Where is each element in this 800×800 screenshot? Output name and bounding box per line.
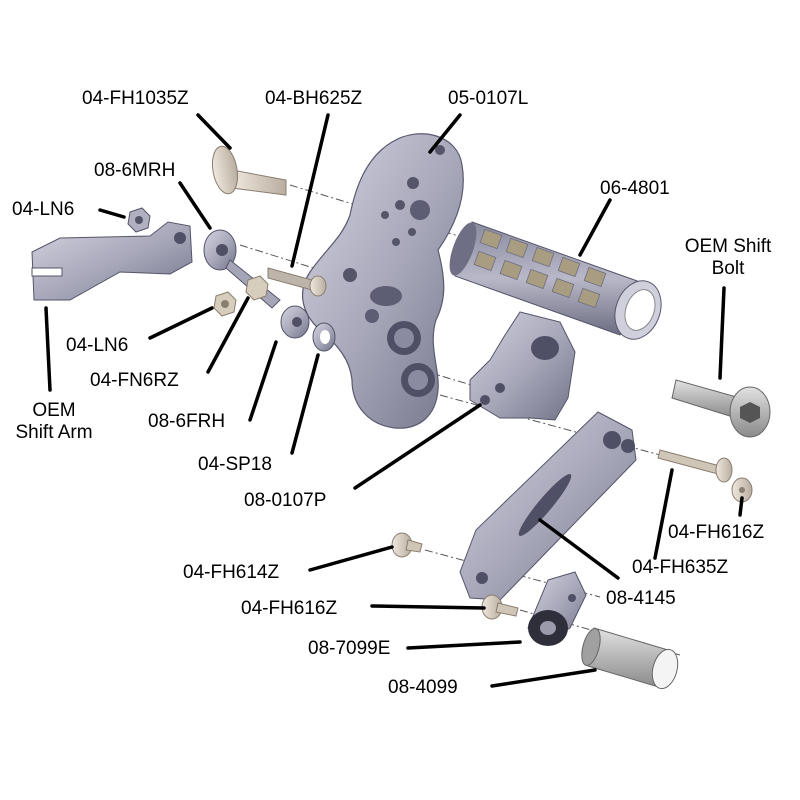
- label-04-FH616Z-right: 04-FH616Z: [668, 522, 765, 543]
- label-08-4099: 08-4099: [388, 677, 458, 698]
- part-04-SP18: [312, 322, 336, 352]
- part-05-0107L: [302, 133, 464, 429]
- label-oem-shift-arm: OEM Shift Arm: [15, 400, 93, 443]
- label-04-LN6-upper: 04-LN6: [12, 199, 75, 220]
- part-04-FN6RZ: [245, 275, 269, 301]
- label-04-FH1035Z: 04-FH1035Z: [82, 88, 189, 109]
- leader-lines: [44, 113, 744, 688]
- part-oem-shift-bolt: [671, 379, 771, 438]
- part-04-FH1035Z: [211, 145, 287, 196]
- part-08-0107P: [469, 311, 576, 421]
- part-08-4145: [459, 411, 637, 601]
- part-08-7099E: [527, 571, 587, 646]
- part-oem-shift-arm: [31, 221, 193, 301]
- label-04-FH614Z: 04-FH614Z: [183, 562, 280, 583]
- part-04-LN6-lower: [213, 291, 237, 317]
- part-04-FH614Z: [391, 532, 423, 558]
- part-08-6FRH: [280, 305, 310, 339]
- part-04-FH635Z: [657, 449, 733, 483]
- part-06-4801-grip: [449, 221, 662, 340]
- part-04-FH616Z-right: [731, 477, 753, 503]
- label-08-6FRH: 08-6FRH: [148, 411, 226, 432]
- label-04-FH616Z-lower: 04-FH616Z: [241, 598, 338, 619]
- label-04-SP18: 04-SP18: [198, 454, 272, 475]
- label-08-7099E: 08-7099E: [308, 638, 391, 659]
- label-04-FH635Z: 04-FH635Z: [632, 557, 729, 578]
- label-05-0107L: 05-0107L: [448, 88, 529, 109]
- label-08-4145: 08-4145: [606, 588, 676, 609]
- label-06-4801: 06-4801: [600, 178, 670, 199]
- label-oem-shift-bolt: OEM Shift Bolt: [684, 236, 772, 279]
- part-08-4099: [581, 627, 679, 690]
- label-04-BH625Z: 04-BH625Z: [265, 88, 363, 109]
- part-04-FH616Z-lower: [481, 594, 519, 620]
- part-04-BH625Z: [267, 267, 327, 297]
- part-04-LN6-upper: [127, 207, 151, 233]
- label-08-6MRH: 08-6MRH: [94, 160, 176, 181]
- label-04-FN6RZ: 04-FN6RZ: [90, 370, 179, 391]
- label-04-LN6-lower: 04-LN6: [66, 335, 129, 356]
- label-08-0107P: 08-0107P: [244, 490, 327, 511]
